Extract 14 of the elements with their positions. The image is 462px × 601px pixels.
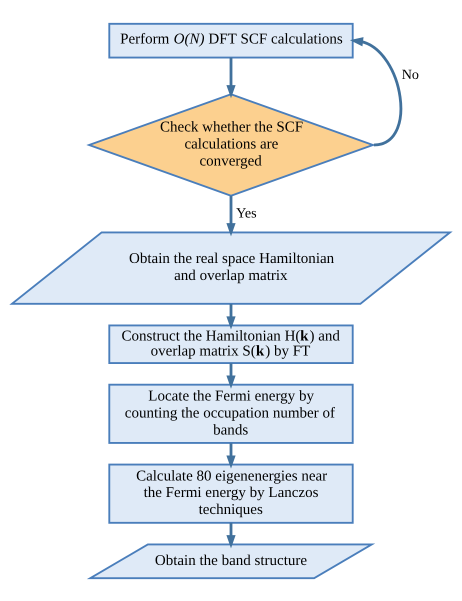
arrow <box>226 195 236 236</box>
arrow <box>226 442 236 468</box>
arrow <box>226 304 236 330</box>
edge-label: No <box>402 66 419 83</box>
arrow <box>226 522 236 548</box>
node-box: Calculate 80 eigenenergies near the Fermi energy by Lanczos techniques <box>108 463 354 524</box>
edge-label: Yes <box>236 204 257 221</box>
node-box: Locate the Fermi energy by counting the occupation number of bands <box>108 383 354 444</box>
node-box: Construct the Hamiltonian H(k) and overlap matrix S(k) by FT <box>108 324 354 364</box>
node-diamond: Check whether the SCF calculations are converged <box>86 92 376 196</box>
arrow <box>226 362 236 388</box>
arrow <box>226 57 236 98</box>
node-box: Perform O(N) DFT SCF calculations <box>108 22 354 58</box>
arrow <box>350 36 402 146</box>
